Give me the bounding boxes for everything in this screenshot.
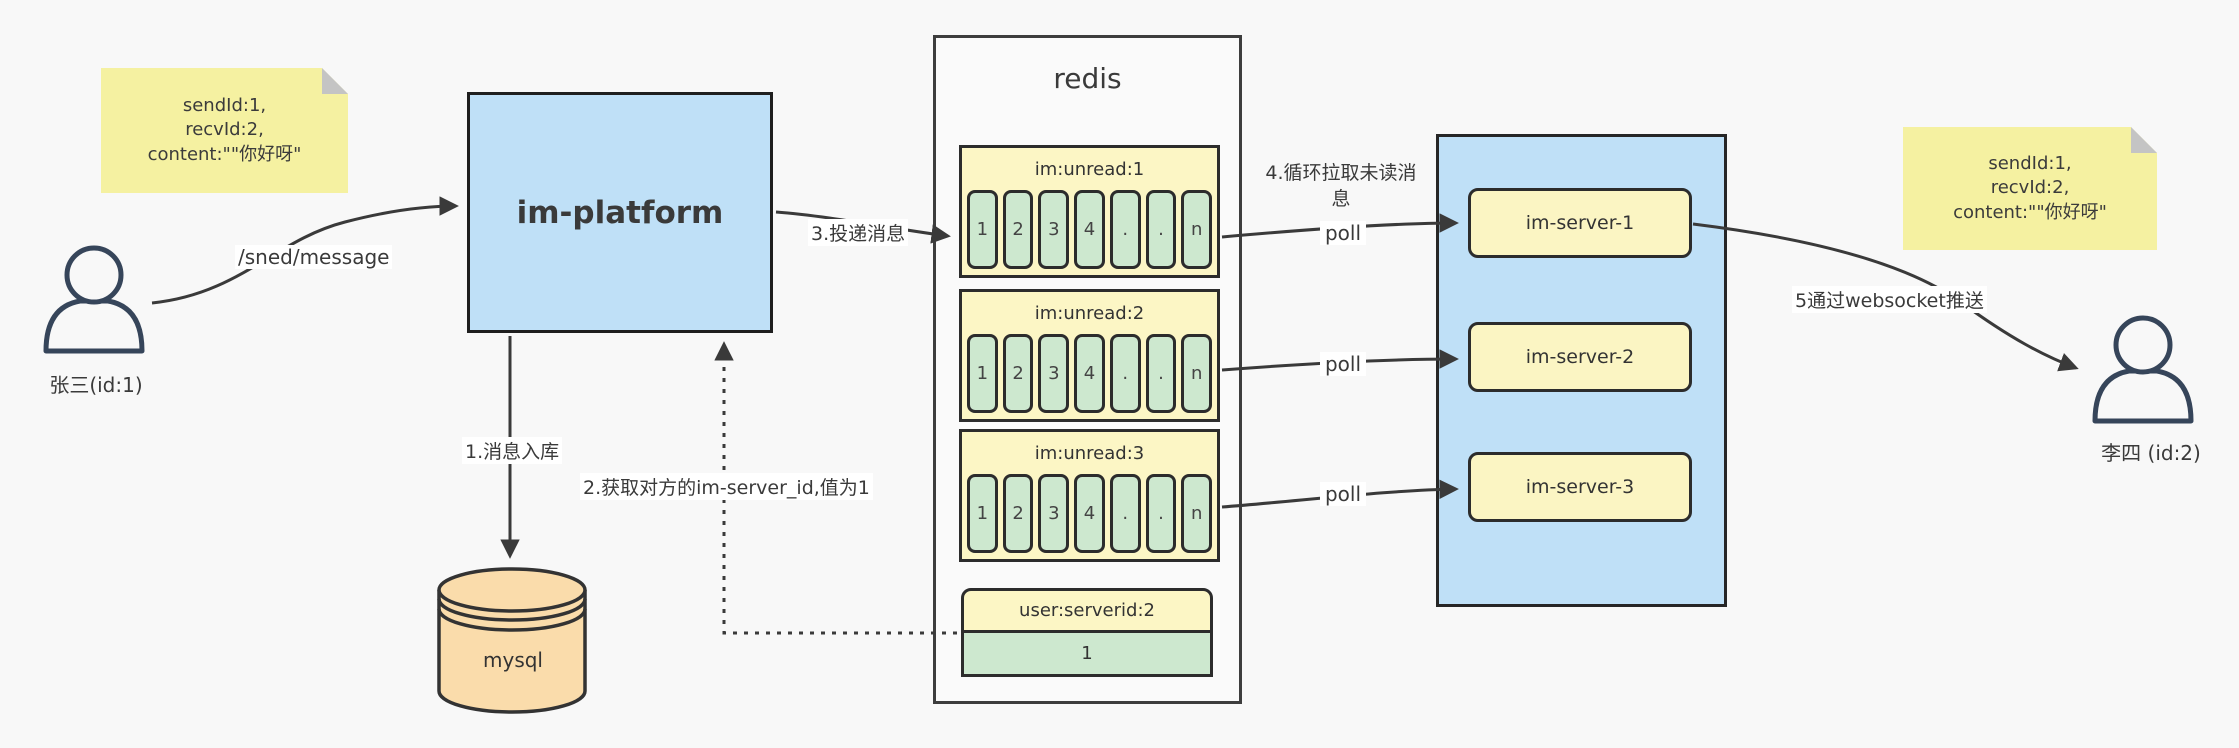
queue-cell: . — [1109, 190, 1141, 269]
queue-cell: 4 — [1074, 474, 1105, 553]
queue-cells: 1 2 3 4 . . n — [962, 334, 1217, 419]
im-server-1-label: im-server-1 — [1525, 212, 1635, 234]
im-server-3-label: im-server-3 — [1525, 476, 1635, 498]
queue-im-unread-2: im:unread:2 1 2 3 4 . . n — [959, 289, 1220, 422]
queue-cell: n — [1181, 474, 1213, 553]
note-line: recvId:2, — [1990, 177, 2070, 199]
sender-label: 张三(id:1) — [49, 373, 143, 397]
queue-im-unread-3: im:unread:3 1 2 3 4 . . n — [959, 429, 1220, 562]
receiver-label: 李四 (id:2) — [2101, 441, 2201, 465]
queue-title: im:unread:1 — [1034, 158, 1145, 180]
note-line: sendId:1, — [182, 95, 267, 117]
note-line: content:""你好呀" — [147, 143, 302, 165]
queue-cell: 3 — [1038, 190, 1070, 269]
edge-label-lookup: 2.获取对方的im-server_id,值为1 — [580, 473, 873, 500]
queue-cell: . — [1109, 334, 1141, 413]
queue-cells: 1 2 3 4 . . n — [962, 474, 1217, 559]
im-server-2-label: im-server-2 — [1525, 346, 1635, 368]
queue-im-unread-1: im:unread:1 1 2 3 4 . . n — [959, 145, 1220, 278]
note-line: content:""你好呀" — [1953, 201, 2107, 223]
queue-cell: n — [1181, 334, 1213, 413]
note-line: sendId:1, — [1988, 153, 2072, 175]
queue-cell: 2 — [1002, 190, 1034, 269]
queue-title: im:unread:2 — [1034, 302, 1145, 324]
kv-user-serverid: user:serverid:2 1 — [961, 588, 1213, 677]
sticky-note-message-payload-right: sendId:1, recvId:2, content:""你好呀" — [1903, 127, 2157, 250]
queue-cell: 2 — [1002, 474, 1034, 553]
queue-cell: 4 — [1074, 334, 1105, 413]
queue-cell: 4 — [1074, 190, 1105, 269]
mysql-database-icon — [437, 567, 587, 714]
im-platform-label: im-platform — [516, 194, 724, 231]
mysql-label: mysql — [483, 648, 543, 672]
queue-cell: 3 — [1038, 474, 1070, 553]
queue-cell: 1 — [967, 334, 998, 413]
kv-title: user:serverid:2 — [961, 588, 1213, 633]
sender-person-icon — [43, 245, 145, 354]
queue-cell: . — [1109, 474, 1141, 553]
edge-label-push: 5通过websocket推送 — [1792, 286, 1987, 313]
edge-label-store: 1.消息入库 — [462, 437, 563, 464]
queue-cell: 2 — [1002, 334, 1034, 413]
queue-cell: 1 — [967, 190, 998, 269]
edge-label-poll-2: poll — [1320, 352, 1366, 376]
im-server-3-box: im-server-3 — [1468, 452, 1692, 522]
queue-cell: 1 — [967, 474, 998, 553]
sticky-note-message-payload-left: sendId:1, recvId:2, content:""你好呀" — [101, 68, 348, 193]
queue-cell: 3 — [1038, 334, 1070, 413]
kv-value: 1 — [961, 633, 1213, 677]
im-platform-box: im-platform — [467, 92, 773, 333]
receiver-person-icon — [2092, 315, 2194, 424]
im-server-1-box: im-server-1 — [1468, 188, 1692, 258]
queue-title: im:unread:3 — [1034, 442, 1145, 464]
im-server-2-box: im-server-2 — [1468, 322, 1692, 392]
edge-label-deliver: 3.投递消息 — [808, 219, 909, 246]
redis-title: redis — [1053, 62, 1122, 95]
edge-label-send: /sned/message — [235, 245, 393, 269]
queue-cell: . — [1145, 334, 1177, 413]
note-line: recvId:2, — [185, 119, 264, 141]
edge-label-poll-3: poll — [1320, 482, 1366, 506]
edge-label-pull: 4.循环拉取未读消息 — [1265, 162, 1417, 210]
edge-label-poll-1: poll — [1320, 221, 1366, 245]
queue-cell: n — [1181, 190, 1213, 269]
queue-cells: 1 2 3 4 . . n — [962, 190, 1217, 275]
queue-cell: . — [1145, 190, 1177, 269]
queue-cell: . — [1145, 474, 1177, 553]
